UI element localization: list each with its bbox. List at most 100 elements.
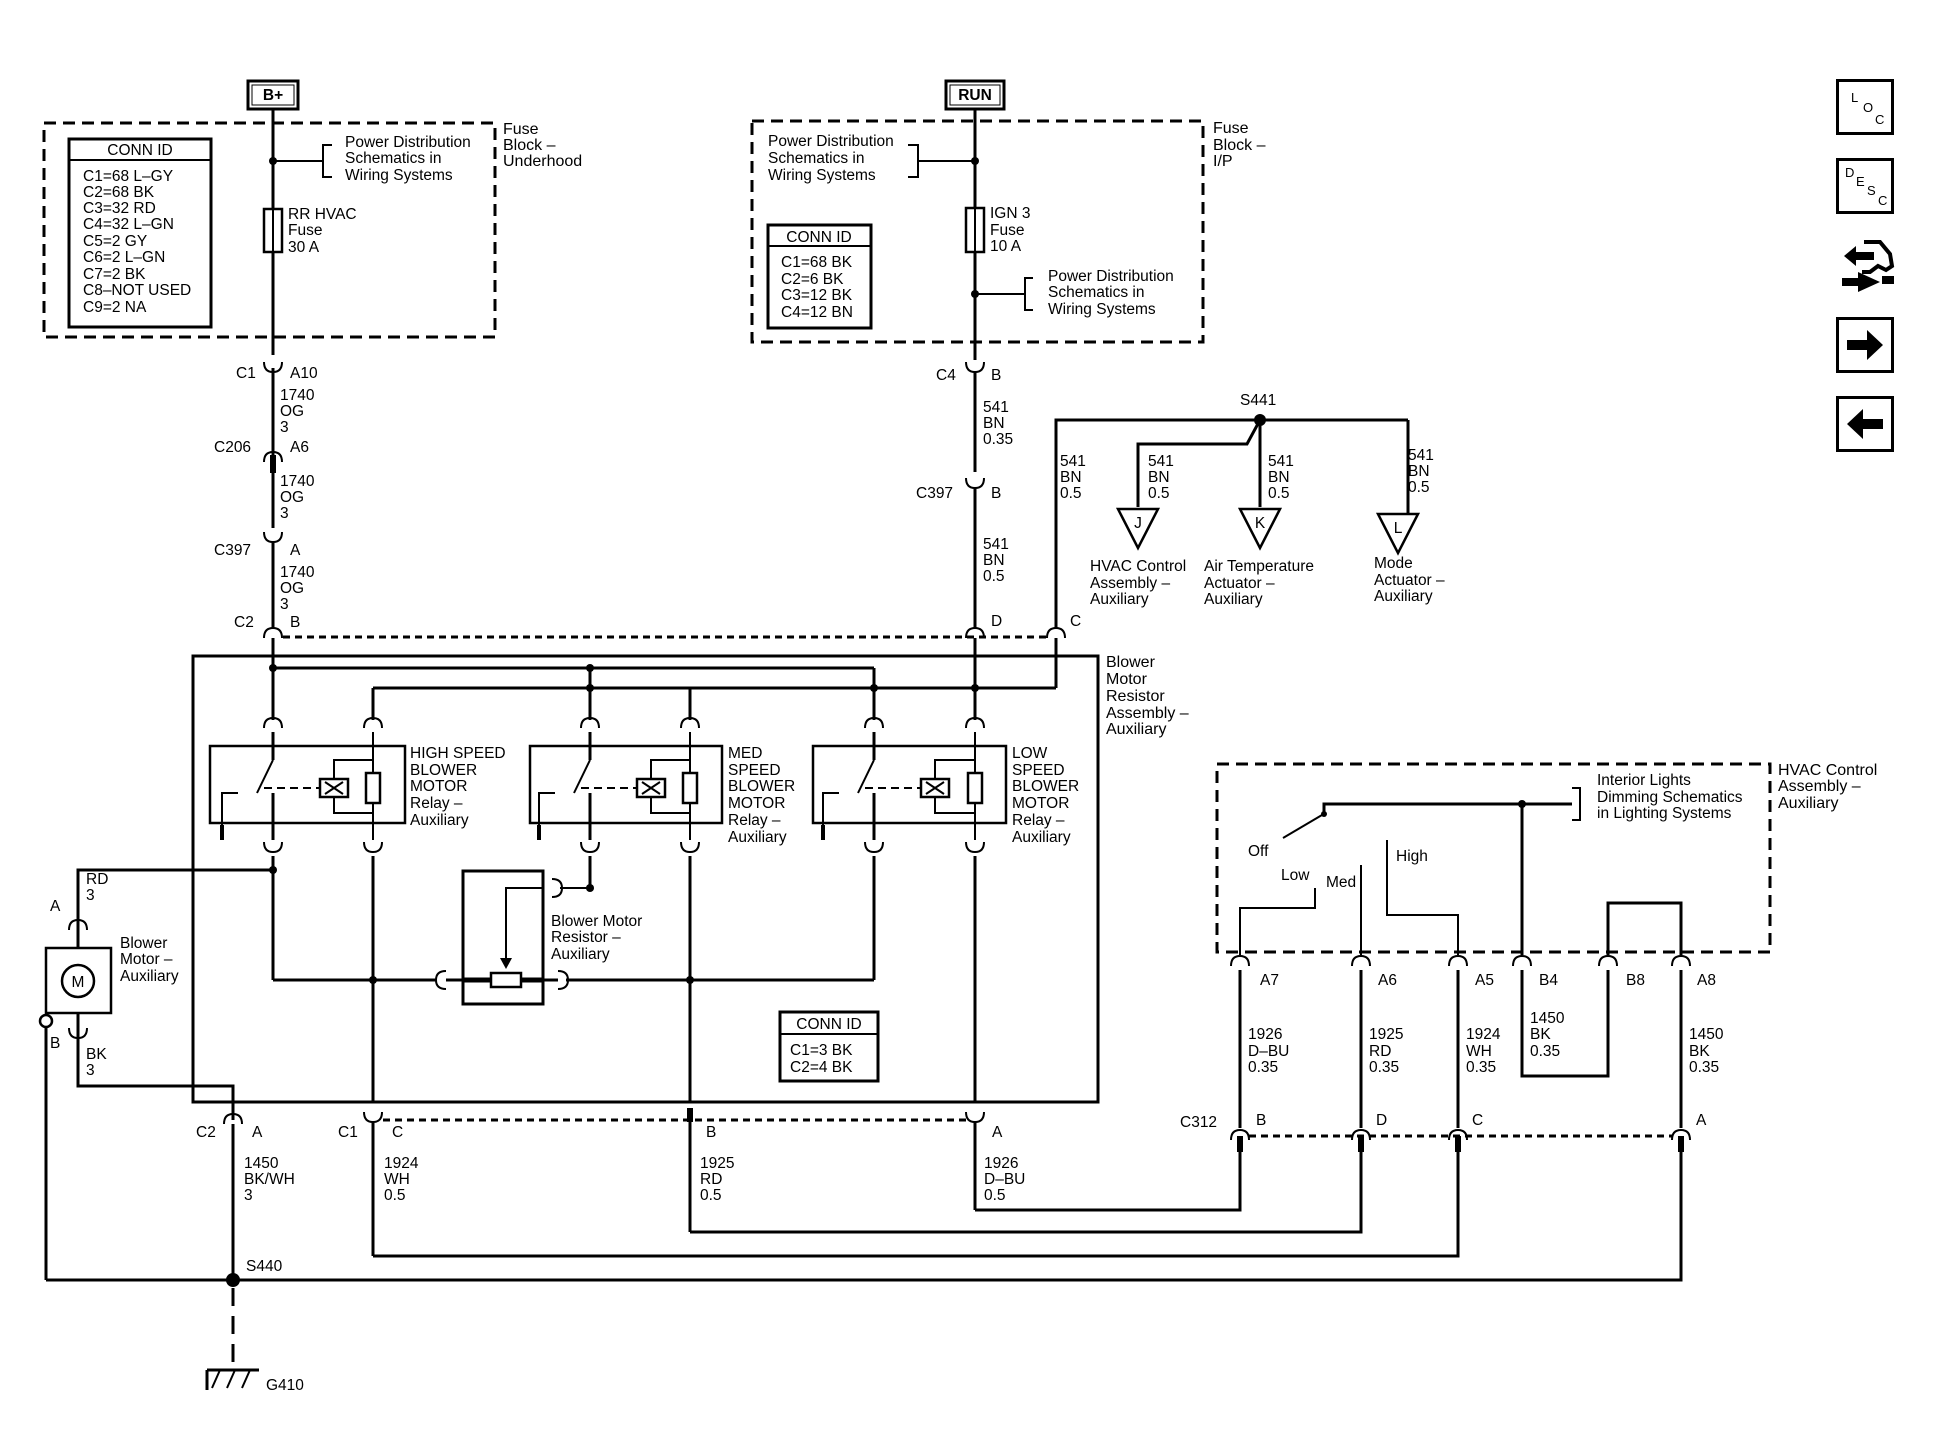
desc-button[interactable]: D E S C [1836,158,1894,214]
fuse-block-underhood: Fuse Block – Underhood CONN ID C1=68 L–G… [42,109,582,355]
svg-text:Med: Med [1326,874,1356,891]
motor-icon [60,963,96,999]
svg-text:A6: A6 [1378,972,1397,989]
desc-icon-e: E [1856,174,1865,189]
bplus-label: B+ [263,87,283,104]
loc-icon-c: C [1875,112,1885,127]
loc-button[interactable]: L O C [1836,79,1894,135]
connector-c312: C312 B D C A [1180,1112,1707,1152]
svg-text:C2: C2 [196,1124,216,1141]
svg-text:B: B [991,485,1001,502]
desc-icon-d: D [1845,165,1855,180]
power-dist-ip-right: Power Distribution Schematics in Wiring … [1048,268,1178,318]
arrow-right-icon [1847,330,1883,360]
svg-text:B: B [991,367,1001,384]
svg-text:C397: C397 [214,542,251,559]
svg-text:B8: B8 [1626,972,1645,989]
c312-wiring [46,1150,1683,1282]
svg-text:RD3: RD3 [86,871,108,904]
svg-text:M: M [72,974,85,991]
dest-l-icon [1375,512,1421,556]
svg-text:B: B [706,1124,716,1141]
svg-text:BK3: BK3 [86,1046,107,1079]
fuse-block-ip-title: Fuse Block – I/P [1213,120,1270,170]
svg-text:C312: C312 [1180,1114,1217,1131]
svg-text:C2: C2 [234,614,254,631]
svg-text:S440: S440 [246,1258,283,1275]
svg-text:C1=68 BK C2=6 BK C: C1=68 BK C2=6 BK C3=12 BK C4=12 BN [781,254,856,321]
ground: S440 G410 [205,1258,304,1394]
connector-tool-icon[interactable] [1834,236,1898,296]
rr-hvac-fuse: RR HVAC Fuse 30 A [288,206,361,256]
conn-id-rows: C1=68 L–GY C2=68 BK C3=32 RD C4=32 L–GN … [83,168,196,316]
ign3-fuse: IGN 3 Fuse 10 A [990,205,1035,255]
svg-text:C206: C206 [214,439,251,456]
svg-text:B: B [290,614,300,631]
svg-text:K: K [1255,515,1266,532]
dest-k-icon [1237,507,1283,551]
dest-j-icon [1115,507,1161,551]
arrow-left-icon [1847,409,1883,439]
svg-text:D: D [1376,1112,1387,1129]
svg-text:High: High [1396,848,1428,865]
svg-text:A: A [252,1124,263,1141]
svg-text:A: A [992,1124,1003,1141]
svg-text:C1: C1 [236,365,256,382]
bplus-source: B+ [246,79,300,111]
svg-text:C: C [1070,613,1081,630]
svg-text:C1: C1 [338,1124,358,1141]
svg-text:C4: C4 [936,367,956,384]
svg-text:L: L [1394,520,1403,537]
previous-button[interactable] [1836,396,1894,452]
fuse-block-underhood-title: Fuse Block – Underhood [503,121,582,170]
loc-icon-o: O [1863,100,1874,115]
svg-text:A10: A10 [290,365,318,382]
svg-text:B: B [50,1035,60,1052]
svg-text:C: C [392,1124,403,1141]
desc-icon-c: C [1878,193,1888,208]
svg-text:C397: C397 [916,485,953,502]
run-source: RUN [944,79,1006,111]
svg-text:A7: A7 [1260,972,1279,989]
svg-text:A: A [50,898,61,915]
conn-id-title: CONN ID [107,142,172,159]
svg-text:C: C [1472,1112,1483,1129]
next-button[interactable] [1836,317,1894,373]
svg-text:Off: Off [1248,843,1269,860]
svg-text:Low: Low [1281,867,1310,884]
